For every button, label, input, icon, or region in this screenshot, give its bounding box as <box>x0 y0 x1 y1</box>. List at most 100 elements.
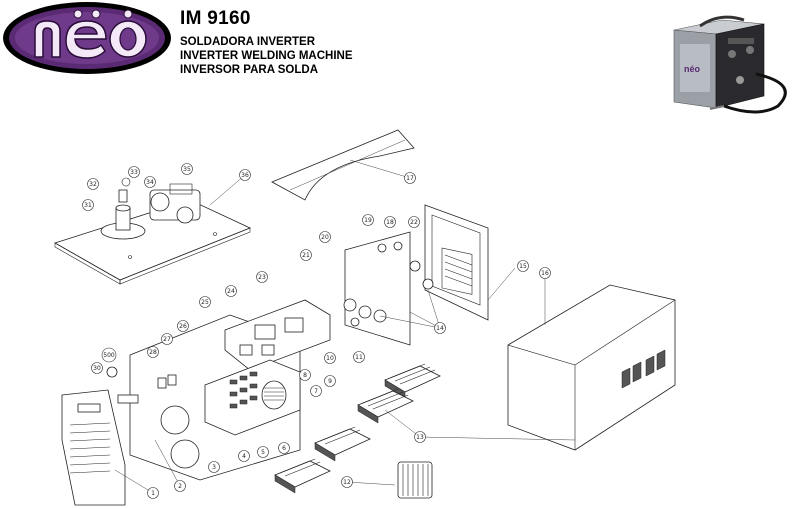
neo-logo <box>3 2 171 74</box>
callout-bubble <box>177 320 189 332</box>
callout-number: 12 <box>343 479 351 486</box>
callout-bubble <box>147 346 159 358</box>
part-output-inductor <box>397 461 433 499</box>
callout-number: 7 <box>314 388 318 395</box>
callout-bubble <box>324 375 336 387</box>
callout-number: 31 <box>84 202 92 209</box>
callout-number: 10 <box>326 355 334 362</box>
callout-bubble <box>310 385 322 397</box>
callout-number: 8 <box>303 372 307 379</box>
callout-bubble <box>384 216 396 228</box>
callout-bubble <box>225 285 237 297</box>
callout-6: 6 <box>278 442 290 454</box>
callout-14: 14 <box>434 322 446 334</box>
part-main-pcb <box>224 299 331 371</box>
callout-bubble <box>319 231 331 243</box>
leader-lines <box>114 159 576 494</box>
callout-34: 34 <box>144 176 156 188</box>
part-side-cover <box>507 284 676 451</box>
callout-number: 5 <box>261 449 265 456</box>
callout-number: 26 <box>179 323 187 330</box>
callout-bubble <box>87 178 99 190</box>
description-line-3: INVERSOR PARA SOLDA <box>180 64 319 76</box>
callout-8: 8 <box>299 369 311 381</box>
part-rear-panel <box>424 204 489 321</box>
callout-3: 3 <box>208 461 220 473</box>
callout-number: 14 <box>436 325 444 332</box>
callout-number: 2 <box>178 483 182 490</box>
part-internal-divider-panel <box>343 231 434 346</box>
callout-number: 9 <box>328 378 332 385</box>
callout-11: 11 <box>353 351 365 363</box>
callout-2: 2 <box>174 480 186 492</box>
part-wire-spool-holder <box>100 177 146 240</box>
callout-bubble <box>181 163 193 175</box>
callout-bubble <box>408 216 420 228</box>
callout-number: 20 <box>321 234 329 241</box>
callout-number: 23 <box>258 274 266 281</box>
callout-bubble <box>404 172 416 184</box>
callout-number: 500 <box>103 352 115 359</box>
svg-text:néo: néo <box>684 64 701 74</box>
part-torch-connector <box>106 366 139 404</box>
callout-bubble <box>256 271 268 283</box>
callout-number: 30 <box>93 365 101 372</box>
product-photo: néo <box>673 15 787 114</box>
callout-number: 27 <box>163 336 171 343</box>
callout-number: 24 <box>227 288 235 295</box>
callout-24: 24 <box>225 285 237 297</box>
callout-27: 27 <box>161 333 173 345</box>
callout-number: 25 <box>201 299 209 306</box>
description-line-2: INVERTER WELDING MACHINE <box>180 50 353 62</box>
callout-number: 21 <box>302 252 310 259</box>
callout-15: 15 <box>517 260 529 272</box>
callout-bubble <box>324 352 336 364</box>
callout-bubble <box>91 362 103 374</box>
callout-7: 7 <box>310 385 322 397</box>
callout-31: 31 <box>82 199 94 211</box>
callout-bubble <box>539 267 551 279</box>
callout-23: 23 <box>256 271 268 283</box>
callout-bubble <box>101 347 117 363</box>
callout-number: 32 <box>89 181 97 188</box>
callout-19: 19 <box>362 214 374 226</box>
callout-number: 36 <box>241 172 249 179</box>
callout-28: 28 <box>147 346 159 358</box>
callout-32: 32 <box>87 178 99 190</box>
callout-bubble <box>362 214 374 226</box>
callout-bubble <box>434 322 446 334</box>
callout-number: 15 <box>519 263 527 270</box>
callout-10: 10 <box>324 352 336 364</box>
callout-number: 4 <box>242 453 246 460</box>
part-inverter-board <box>204 359 301 436</box>
callout-number: 17 <box>406 175 414 182</box>
part-heatsink-middle <box>357 388 414 424</box>
callout-35: 35 <box>181 163 193 175</box>
callout-13: 13 <box>414 431 426 443</box>
callout-number: 13 <box>416 434 424 441</box>
model-title: IM 9160 <box>180 8 251 29</box>
description-line-1: SOLDADORA INVERTER <box>180 36 316 48</box>
callout-number: 16 <box>541 270 549 277</box>
callout-number: 1 <box>151 490 155 497</box>
callout-bubble <box>257 446 269 458</box>
callout-bubble <box>353 351 365 363</box>
callout-number: 34 <box>146 179 154 186</box>
callout-bubble <box>414 431 426 443</box>
part-top-cover-plate <box>54 199 252 285</box>
callout-bubble <box>238 450 250 462</box>
callout-bubble <box>174 480 186 492</box>
callout-number: 19 <box>364 217 372 224</box>
callout-21: 21 <box>300 249 312 261</box>
callout-bubble <box>517 260 529 272</box>
header: IM 9160 SOLDADORA INVERTER INVERTER WELD… <box>180 8 353 77</box>
callout-bubble <box>128 166 140 178</box>
callout-number: 18 <box>386 219 394 226</box>
callout-25: 25 <box>199 296 211 308</box>
callout-1: 1 <box>147 487 159 499</box>
callout-number: 3 <box>212 464 216 471</box>
callout-16: 16 <box>539 267 551 279</box>
